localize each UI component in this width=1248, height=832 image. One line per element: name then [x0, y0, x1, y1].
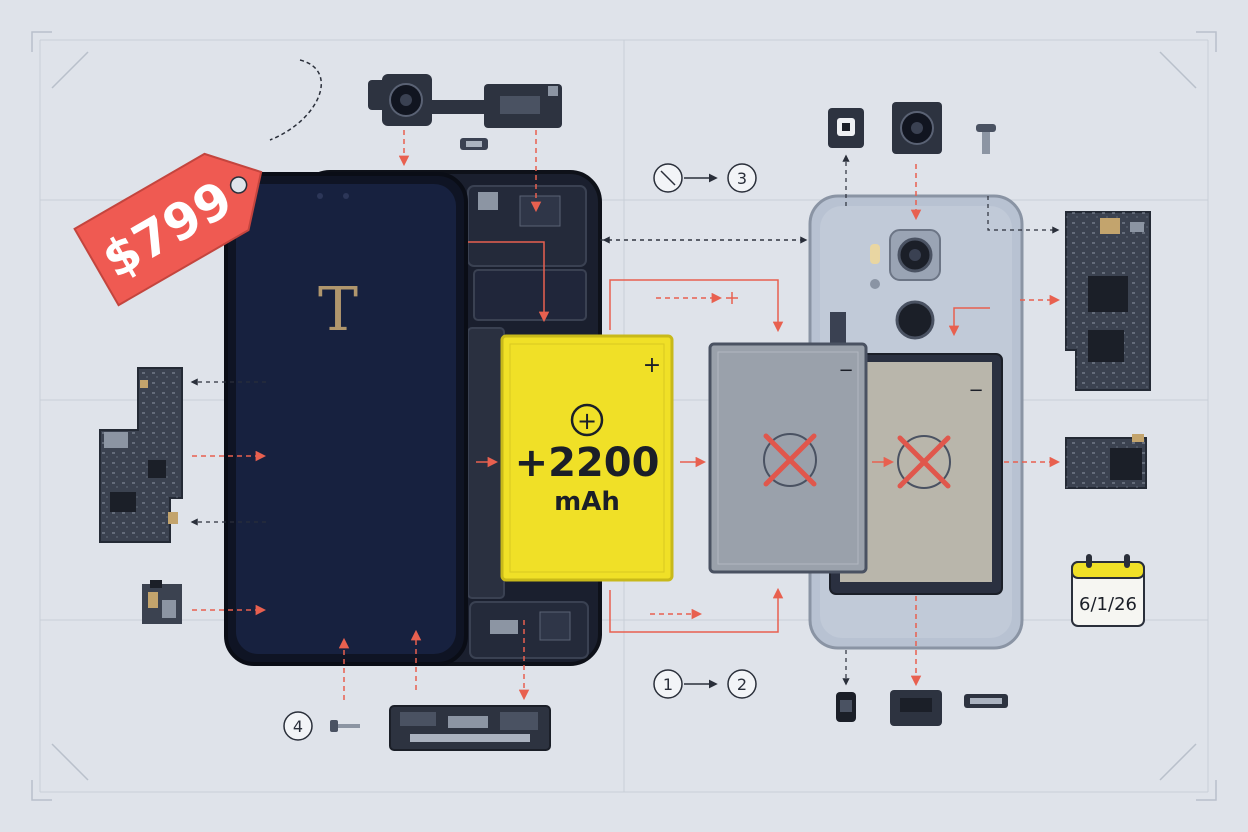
circuit-board-left-icon [100, 368, 182, 542]
battery-capacity-value: +2200 [515, 440, 660, 486]
phone-front-screen: T [226, 174, 466, 664]
battery-plus-terminal: + [643, 353, 661, 378]
step-bottom-to: 2 [737, 675, 747, 694]
bottom-right-parts [836, 690, 1008, 726]
camera-module-small-icon [828, 108, 864, 148]
step-4-label: 4 [293, 717, 303, 736]
plus-circle-symbol: + [577, 407, 597, 435]
camera-module-large-icon [892, 102, 942, 154]
small-connector-top [460, 138, 488, 150]
screw-top-icon [976, 124, 996, 154]
calendar-date: 6/1/26 [1079, 594, 1137, 615]
step-bottom-from: 1 [663, 675, 673, 694]
brand-logo: T [318, 275, 358, 345]
step-indicator-top: 3 [654, 164, 756, 192]
camera-module-top-icon [368, 74, 562, 128]
step-indicator-bottom: 1 2 [654, 670, 756, 698]
screw-bottom-icon: 4 [284, 712, 360, 740]
logic-board-right-icon [1066, 212, 1150, 390]
calendar-icon: 6/1/26 [1072, 554, 1144, 626]
step-top-to: 3 [737, 169, 747, 188]
old-battery-right-minus: − [968, 380, 983, 401]
old-battery-left-minus: − [838, 360, 853, 381]
battery-capacity-unit: mAh [554, 487, 620, 517]
small-component-left [142, 580, 182, 624]
new-battery: + + +2200 mAh [502, 336, 672, 580]
circuit-board-small-right-icon [1066, 434, 1146, 488]
old-battery-left: − [710, 312, 866, 572]
charging-port-board-icon [390, 706, 550, 750]
